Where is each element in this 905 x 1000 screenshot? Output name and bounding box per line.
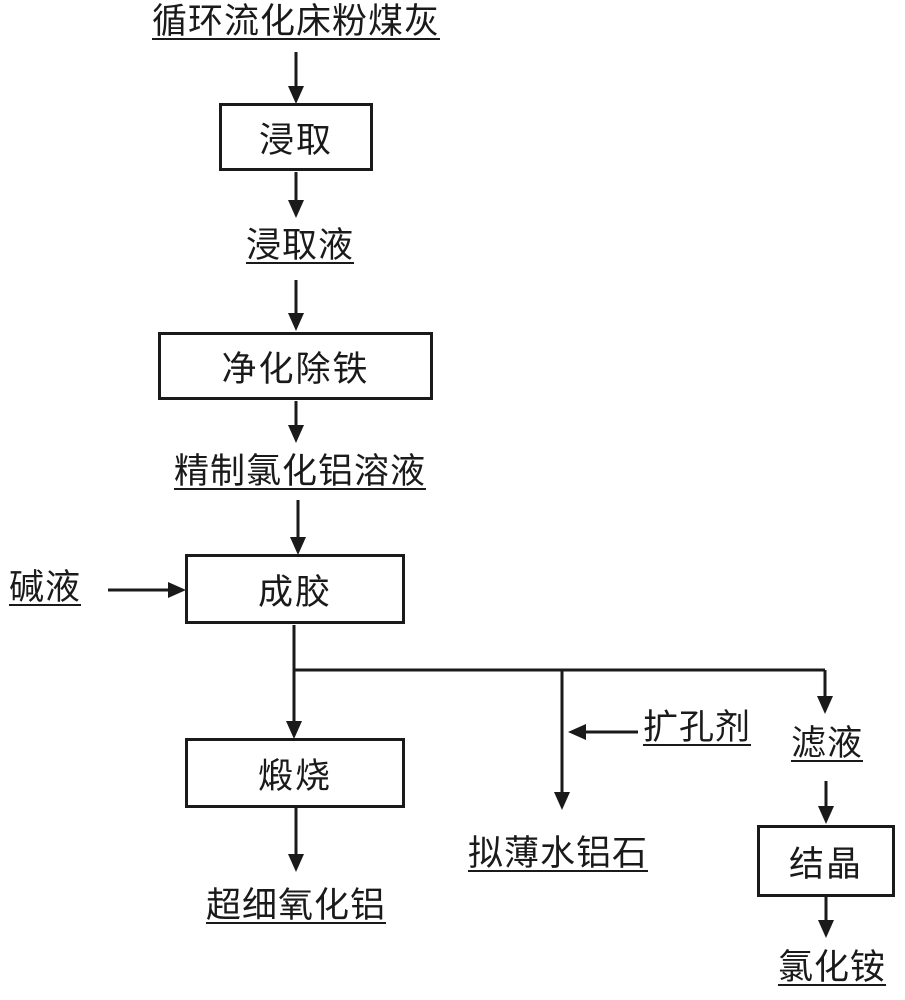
source-material-label: 循环流化床粉煤灰 <box>151 2 441 42</box>
crystallize-step-label: 结晶 <box>788 844 863 885</box>
purify-deiron-step-label: 净化除铁 <box>221 349 370 390</box>
alkali-solution-label: 碱液 <box>9 568 82 608</box>
refined-aluminum-chloride-solution-label: 精制氯化铝溶液 <box>173 452 427 492</box>
arrow-branch-to-filtrate <box>817 670 833 714</box>
crystallize-step-box: 结晶 <box>757 825 895 897</box>
arrow-calcine-to-alumina <box>288 808 304 872</box>
calcine-step-box: 煅烧 <box>185 738 405 808</box>
arrow-leach-to-leachate <box>288 172 304 218</box>
gel-forming-step-label: 成胶 <box>257 572 332 613</box>
arrow-filtrate-to-crystallize <box>818 781 834 824</box>
arrow-crystallize-to-ammonium <box>818 897 834 938</box>
arrow-leachate-to-purify <box>288 280 304 331</box>
arrow-source-to-leach <box>288 52 304 104</box>
calcine-step-label: 煅烧 <box>257 756 332 797</box>
ultrafine-alumina-label: 超细氧化铝 <box>205 886 387 926</box>
pseudoboehmite-label: 拟薄水铝石 <box>467 834 649 874</box>
arrow-purify-to-refined <box>288 401 304 443</box>
arrow-gel-to-calcine <box>286 625 302 739</box>
arrow-refined-to-gel <box>290 500 306 555</box>
arrow-alkali-to-gel <box>108 582 186 598</box>
purify-deiron-step-box: 净化除铁 <box>158 332 433 400</box>
ammonium-chloride-label: 氯化铵 <box>777 948 887 988</box>
leachate-label: 浸取液 <box>245 226 355 266</box>
filtrate-label: 滤液 <box>790 724 864 764</box>
leach-step-label: 浸取 <box>258 120 333 161</box>
arrow-branch-to-pseudoboehmite <box>554 670 570 810</box>
leach-step-box: 浸取 <box>219 103 373 171</box>
gel-forming-step-box: 成胶 <box>185 554 405 624</box>
arrow-pore-agent-to-branch <box>568 724 638 740</box>
pore-expanding-agent-label: 扩孔剂 <box>643 708 752 748</box>
